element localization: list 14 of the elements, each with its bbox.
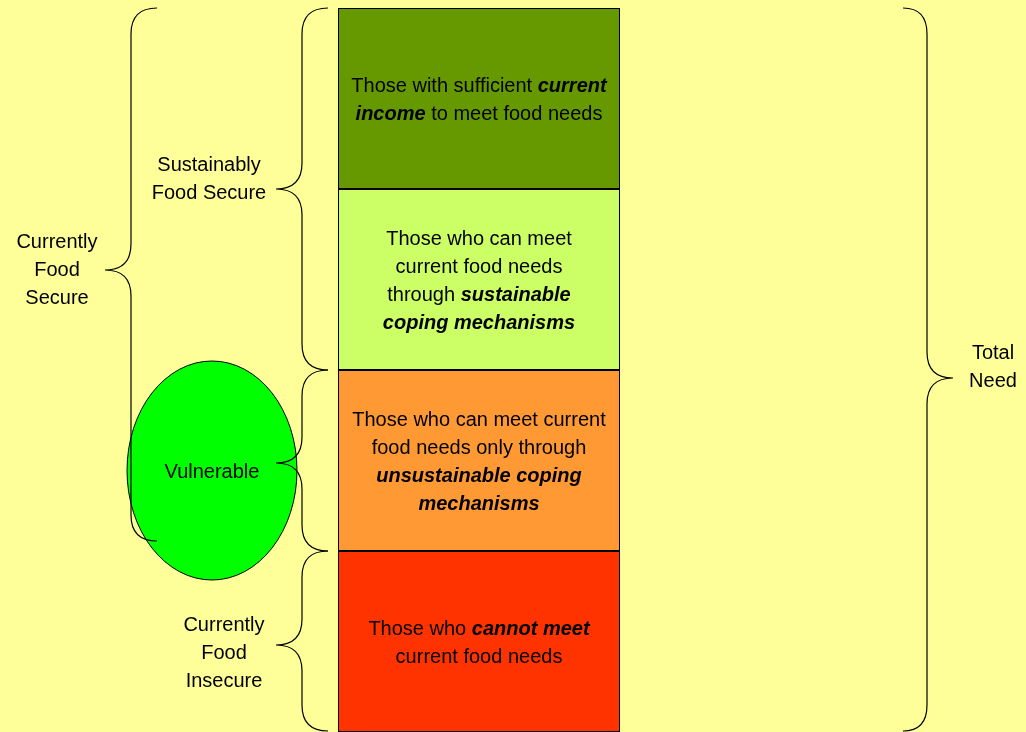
brace-label: Currently Food Secure	[15, 229, 99, 310]
category-description: Those with sufficient current income to meet food needs	[350, 72, 609, 126]
category-description: Those who can meet current food needs through sustainable coping mechanisms	[381, 225, 577, 335]
category-box	[338, 551, 620, 732]
category-box	[338, 189, 620, 370]
brace-label: Sustainably Food Secure	[150, 152, 268, 205]
vulnerable-ellipse	[126, 360, 298, 581]
ellipse-label: Vulnerable	[163, 458, 261, 484]
brace-label: Total Need	[968, 340, 1018, 393]
brace-label: Currently Food Insecure	[182, 612, 266, 693]
category-box	[338, 370, 620, 551]
category-box	[338, 8, 620, 189]
category-description: Those who cannot meet current food needs	[367, 615, 592, 669]
category-description: Those who can meet current food needs only through unsustainable coping mechanisms	[351, 406, 607, 516]
